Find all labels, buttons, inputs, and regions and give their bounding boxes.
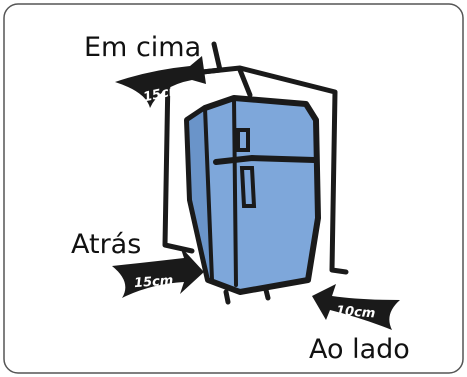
side-clearance-label: Ao lado bbox=[309, 334, 410, 365]
refrigerator-side bbox=[185, 106, 214, 282]
back-clearance-label: Atrás bbox=[71, 229, 142, 260]
refrigerator bbox=[184, 95, 321, 305]
back-distance-label: 15cm bbox=[134, 273, 174, 291]
side-clearance-arrow: 10cm bbox=[312, 284, 400, 330]
top-clearance-label: Em cima bbox=[84, 32, 202, 63]
door-divider bbox=[213, 154, 317, 165]
fridge-handle bbox=[239, 166, 257, 208]
freezer-handle bbox=[236, 128, 250, 152]
refrigerator-feet bbox=[223, 287, 271, 305]
side-distance-label: 10cm bbox=[335, 304, 375, 322]
door-edge bbox=[232, 96, 238, 287]
back-clearance-arrow: 15cm bbox=[112, 246, 204, 298]
